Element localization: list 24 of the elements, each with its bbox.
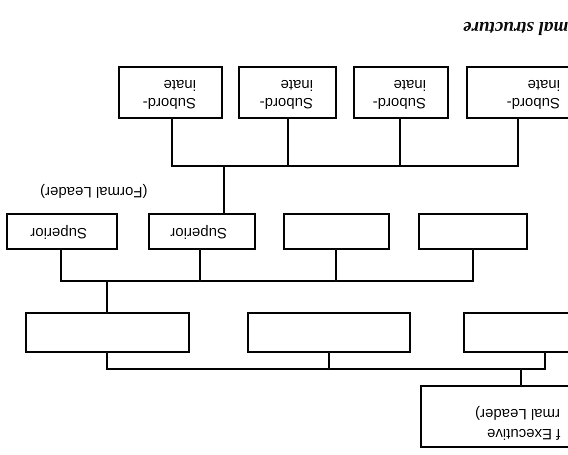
role-label: Subord-inate bbox=[506, 74, 560, 110]
role-label: rmal Leader) bbox=[474, 404, 560, 422]
empty-org-box bbox=[418, 213, 528, 250]
connector-line bbox=[171, 119, 225, 213]
org-box bbox=[353, 66, 449, 119]
role-label: Subord-inate bbox=[258, 74, 312, 110]
empty-org-box bbox=[283, 213, 390, 250]
empty-org-box bbox=[463, 312, 568, 353]
chart-title: mal structure bbox=[462, 16, 568, 38]
role-label: Subord-inate bbox=[372, 74, 426, 110]
org-box bbox=[118, 66, 223, 119]
org-box bbox=[466, 66, 568, 119]
org-box bbox=[420, 385, 568, 448]
connector-line bbox=[60, 250, 108, 312]
org-box bbox=[6, 213, 118, 250]
role-label: Subord-inate bbox=[141, 74, 196, 110]
org-box bbox=[238, 66, 337, 119]
role-label: Superior bbox=[29, 222, 87, 240]
role-label: f Executive bbox=[486, 424, 560, 442]
role-note: (Formal Leader) bbox=[40, 183, 148, 200]
org-box bbox=[148, 213, 256, 250]
empty-org-box bbox=[25, 312, 190, 353]
empty-org-box bbox=[247, 312, 411, 353]
role-label: Superior bbox=[169, 222, 227, 240]
